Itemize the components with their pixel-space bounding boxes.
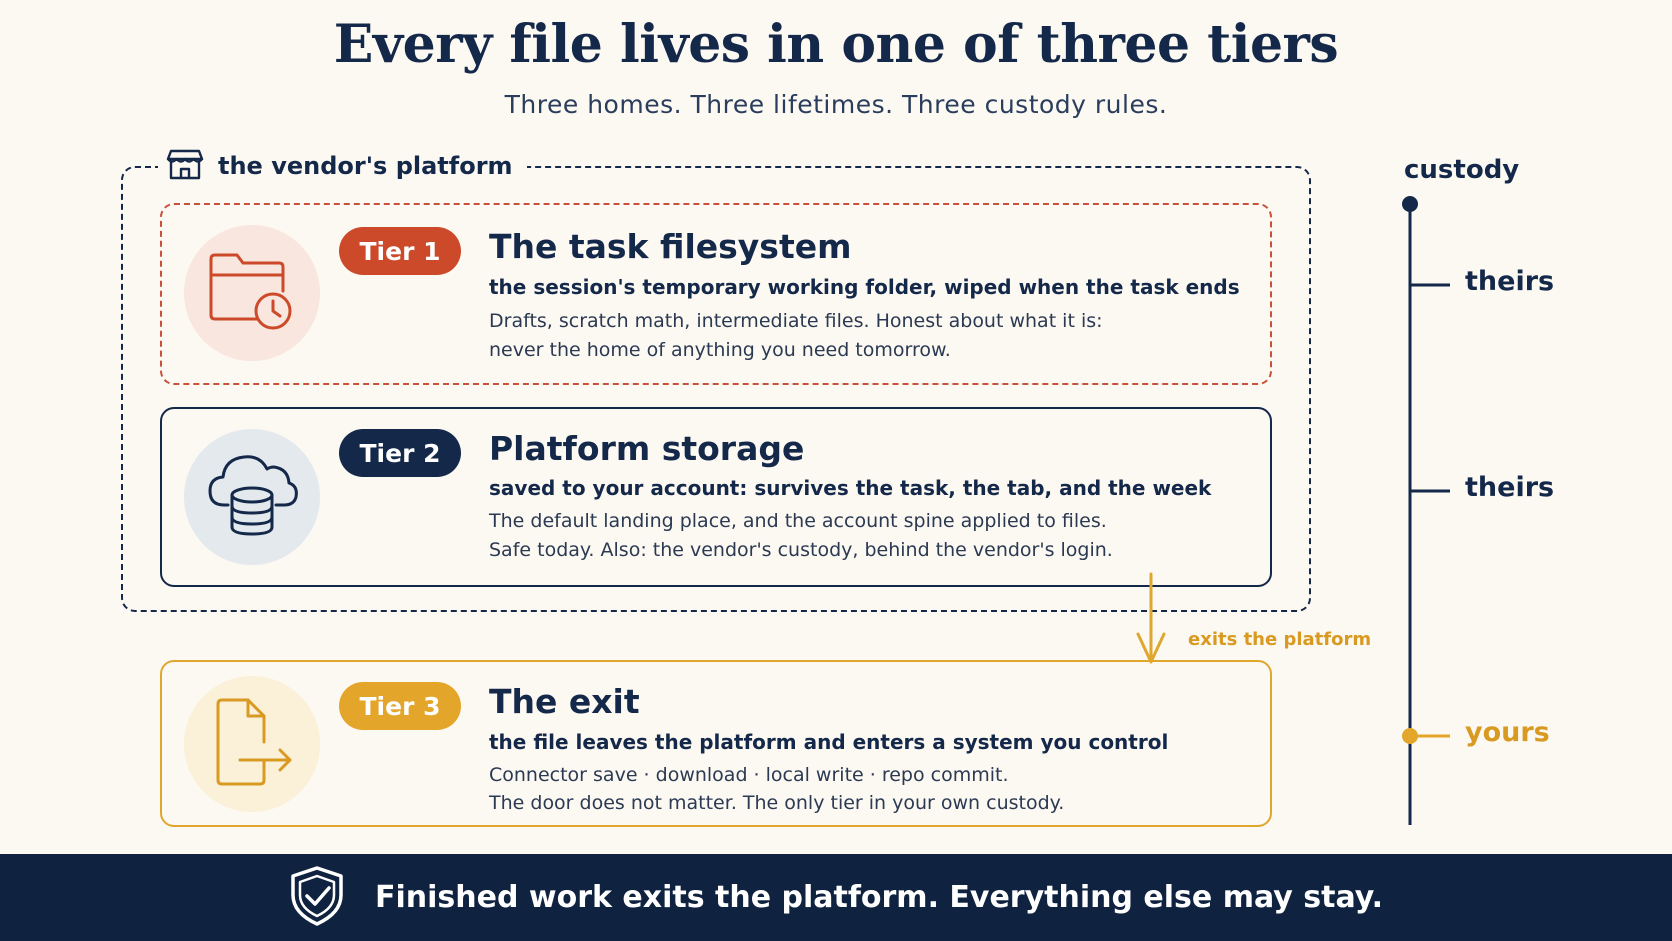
tier-2-desc-line-1: The default landing place, and the accou…: [489, 510, 1107, 532]
tier-3-desc-line-2: The door does not matter. The only tier …: [489, 792, 1065, 814]
folder-clock-icon: [207, 249, 297, 337]
tier-1-icon-circle: [184, 225, 320, 361]
custody-axis-title: custody: [1404, 155, 1520, 185]
tier-2-badge: Tier 2: [339, 429, 461, 477]
tier-3-desc-line-1: Connector save · download · local write …: [489, 764, 1009, 786]
cloud-database-icon: [204, 449, 300, 545]
tier-3-subtitle: the file leaves the platform and enters …: [489, 730, 1169, 754]
tier-3-description: Connector save · download · local write …: [489, 761, 1064, 817]
tier-3-card: Tier 3 The exit the file leaves the plat…: [160, 660, 1272, 827]
tier-3-icon-circle: [184, 676, 320, 812]
tier-2-icon-circle: [184, 429, 320, 565]
shield-check-icon: [289, 865, 345, 931]
page-subtitle: Three homes. Three lifetimes. Three cust…: [504, 90, 1168, 119]
tier-2-card: Tier 2 Platform storage saved to your ac…: [160, 407, 1272, 587]
vendor-platform-label: the vendor's platform: [158, 144, 527, 188]
custody-level-tier-2: theirs: [1465, 472, 1555, 503]
exit-arrow: [1136, 572, 1166, 672]
tier-1-badge: Tier 1: [339, 227, 461, 275]
tier-2-title: Platform storage: [489, 429, 805, 468]
footer-text: Finished work exits the platform. Everyt…: [374, 880, 1383, 915]
tier-2-description: The default landing place, and the accou…: [489, 507, 1113, 565]
tier-3-badge: Tier 3: [339, 682, 461, 730]
tier-1-subtitle: the session's temporary working folder, …: [489, 275, 1240, 299]
tier-1-card: Tier 1 The task filesystem the session's…: [160, 203, 1272, 385]
tier-1-description: Drafts, scratch math, intermediate files…: [489, 307, 1103, 365]
page-title: Every file lives in one of three tiers: [333, 14, 1339, 75]
tier-1-desc-line-2: never the home of anything you need tomo…: [489, 339, 951, 361]
tier-2-subtitle: saved to your account: survives the task…: [489, 476, 1212, 500]
exit-label: exits the platform: [1188, 629, 1372, 650]
tier-3-title: The exit: [489, 682, 640, 721]
tier-1-desc-line-1: Drafts, scratch math, intermediate files…: [489, 310, 1103, 332]
vendor-platform-text: the vendor's platform: [218, 152, 513, 180]
vendor-platform-boundary: [121, 166, 1311, 612]
tier-1-title: The task filesystem: [489, 227, 852, 266]
file-export-icon: [204, 694, 300, 794]
custody-level-tier-1: theirs: [1465, 266, 1555, 297]
custody-axis: [1400, 190, 1460, 834]
footer-banner: Finished work exits the platform. Everyt…: [0, 854, 1672, 941]
tier-2-desc-line-2: Safe today. Also: the vendor's custody, …: [489, 539, 1113, 561]
storefront-icon: [166, 147, 204, 185]
custody-level-tier-3: yours: [1465, 717, 1550, 748]
